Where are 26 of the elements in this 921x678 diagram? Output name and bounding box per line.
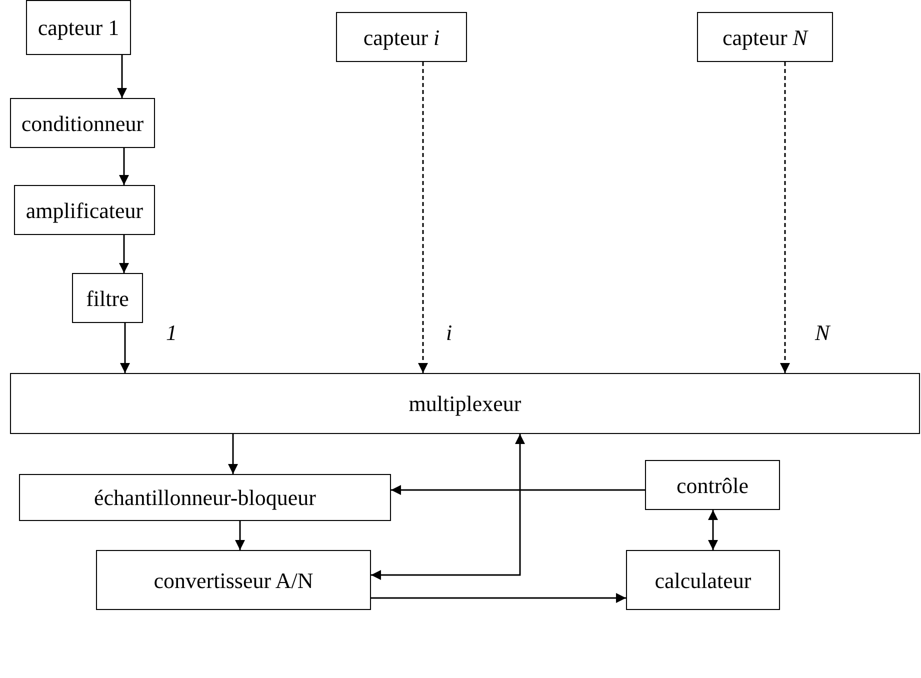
process-box: multiplexeur — [10, 373, 920, 434]
process-box: capteur N — [697, 12, 833, 62]
process-box: contrôle — [645, 460, 780, 510]
input-index-label: 1 — [166, 319, 177, 347]
process-box: capteur i — [336, 12, 467, 62]
arrow — [235, 521, 245, 550]
arrow — [120, 323, 130, 373]
arrow — [228, 434, 238, 474]
arrow — [371, 593, 626, 603]
process-box: amplificateur — [14, 185, 155, 235]
arrow — [119, 148, 129, 185]
process-box: échantillonneur-bloqueur — [19, 474, 391, 521]
input-index-label: i — [446, 319, 452, 347]
arrow — [418, 62, 428, 373]
process-box: filtre — [72, 273, 143, 323]
input-index-label: N — [815, 319, 830, 347]
process-box: convertisseur A/N — [96, 550, 371, 610]
arrow — [371, 434, 525, 580]
arrow — [391, 485, 645, 495]
arrow — [780, 62, 790, 373]
process-box: conditionneur — [10, 98, 155, 148]
arrow — [119, 235, 129, 273]
arrow — [117, 55, 127, 98]
process-box: capteur 1 — [26, 0, 131, 55]
arrow — [708, 510, 718, 550]
process-box: calculateur — [626, 550, 780, 610]
